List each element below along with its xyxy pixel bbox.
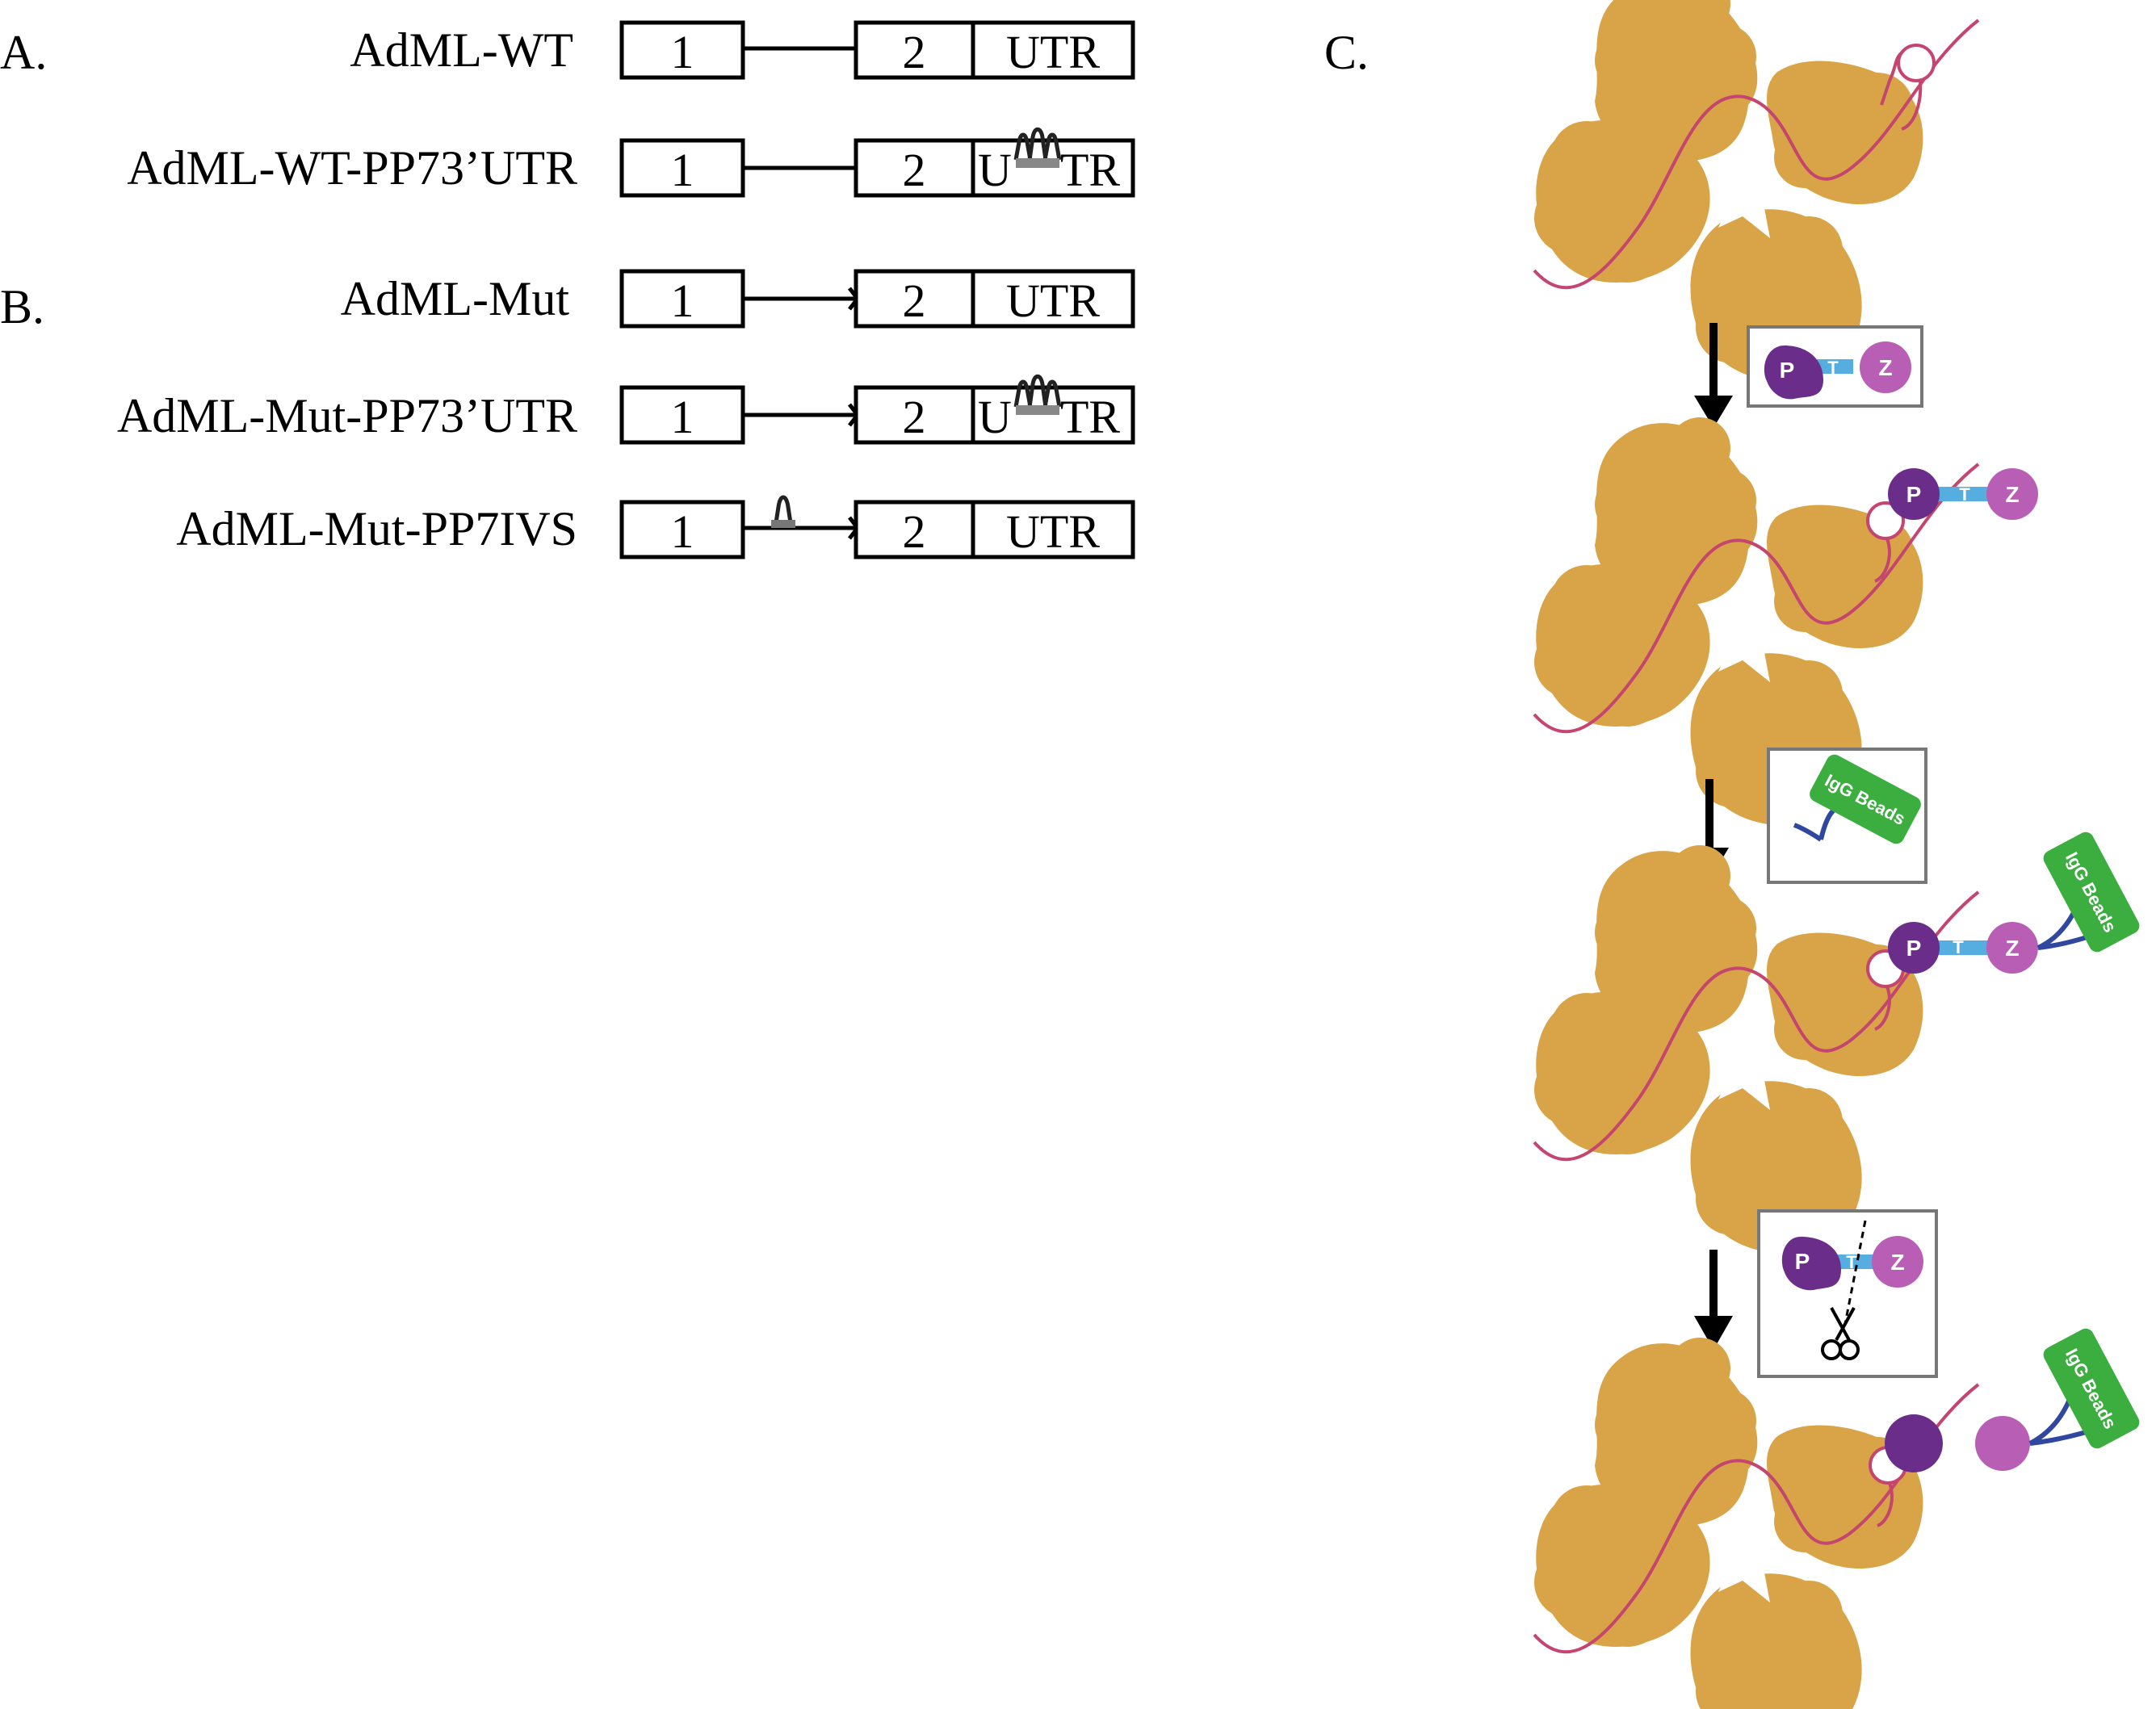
pp7-stemloop-icon	[771, 495, 795, 529]
t-linker-label: T	[1959, 484, 1970, 505]
z-domain-label: Z	[1878, 355, 1892, 380]
construct-name: AdML-Mut-PP73’UTR	[117, 389, 577, 442]
p-domain-bound	[1885, 1414, 1943, 1472]
utr-box	[971, 269, 1135, 329]
construct-name: AdML-WT-PP73’UTR	[127, 141, 577, 195]
construct-row: AdML-Mut-PP73’UTR 1 2 U TR	[117, 374, 1135, 445]
panel-label-c: C.	[1324, 26, 1369, 79]
exon-1-label: 1	[671, 391, 694, 443]
construct-name: AdML-Mut-PP7IVS	[176, 502, 577, 555]
utr-label-left: U	[978, 391, 1012, 443]
z-domain-released	[1975, 1416, 2030, 1471]
construct-row: AdML-Mut 1 2 UTR	[341, 269, 1135, 329]
polysome-step-3: P T Z IgG Beads	[1533, 831, 2140, 1255]
tev-cleavage-box: P T Z	[1757, 1209, 1938, 1378]
exon-1-label: 1	[671, 144, 694, 196]
exon-2-box	[854, 385, 975, 445]
utr-label: UTR	[1006, 26, 1100, 78]
utr-label-right: TR	[1060, 391, 1120, 443]
construct-name: AdML-Mut	[341, 272, 570, 325]
exon-1-box	[619, 269, 745, 329]
down-arrow-icon	[1694, 323, 1733, 428]
p-domain-label: P	[1795, 1249, 1810, 1274]
down-arrow-icon	[1694, 1250, 1733, 1350]
utr-label-right: TR	[1060, 144, 1120, 196]
pp7-stemloop-icon	[1013, 374, 1062, 415]
t-linker-label: T	[1827, 358, 1839, 378]
exon-2-label: 2	[903, 505, 926, 558]
utr-box	[971, 20, 1135, 80]
p-domain-label: P	[1780, 358, 1795, 383]
exon-2-label: 2	[903, 144, 926, 196]
utr-label-left: U	[978, 144, 1012, 196]
exon-1-box	[619, 500, 745, 559]
t-linker-label: T	[1953, 937, 1964, 957]
construct-row: AdML-WT-PP73’UTR 1 2 U TR	[127, 127, 1135, 198]
igg-beads-box: IgG Beads	[1767, 748, 1927, 884]
exon-2-label: 2	[903, 274, 926, 327]
construct-name: AdML-WT	[350, 23, 573, 77]
exon-1-box	[619, 20, 745, 80]
t-linker-label: T	[1846, 1252, 1857, 1272]
polysome-step-1	[1533, 0, 1980, 383]
scissors-icon	[1821, 1307, 1860, 1360]
panel-label-b: B.	[0, 280, 44, 333]
exon-1-label: 1	[671, 274, 694, 327]
construct-row: AdML-Mut-PP7IVS 1 2 UTR	[176, 495, 1135, 559]
z-domain-label: Z	[2005, 482, 2019, 507]
z-domain-label: Z	[1890, 1250, 1904, 1275]
panel-label-a: A.	[0, 26, 47, 79]
exon-1-label: 1	[671, 505, 694, 558]
utr-label: UTR	[1006, 274, 1100, 327]
utr-box	[971, 500, 1135, 559]
polysome-step-2: P T Z	[1533, 416, 2038, 827]
exon-1-label: 1	[671, 26, 694, 78]
z-domain-label: Z	[2005, 936, 2019, 961]
exon-2-label: 2	[903, 391, 926, 443]
pp7-stemloop-icon	[1013, 127, 1062, 168]
polysome-step-4: IgG Beads	[1533, 1328, 2140, 1709]
utr-label: UTR	[1006, 505, 1100, 558]
exon-2-box	[854, 500, 975, 559]
p-domain-label: P	[1906, 936, 1922, 961]
exon-2-label: 2	[903, 26, 926, 78]
pp7-hairpin-loop	[1897, 44, 1936, 82]
p-domain-label: P	[1906, 482, 1922, 507]
ptz-tag-box: P T Z	[1747, 325, 1923, 408]
construct-row: AdML-WT 1 2 UTR	[350, 20, 1135, 80]
